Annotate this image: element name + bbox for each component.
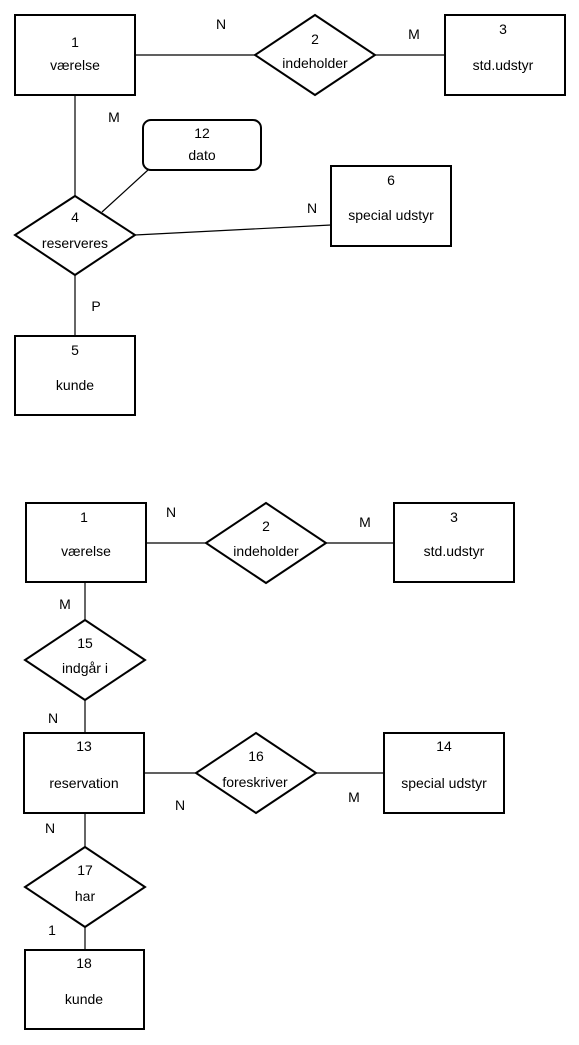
relationship-number: 2 [311,31,319,47]
entity-label: std.udstyr [473,57,534,73]
entity-number: 3 [499,21,507,37]
entity-vaerelse: 1 værelse [14,14,136,96]
relationship-indgaar-i: 15 indgår i [23,618,147,702]
cardinality-label: M [408,26,420,42]
relationship-har: 17 har [23,845,147,929]
entity-std-udstyr: 3 std.udstyr [444,14,566,96]
entity-label: std.udstyr [424,543,485,559]
relationship-label: foreskriver [222,774,288,790]
relationship-label: indeholder [233,543,299,559]
entity-kunde: 18 kunde [24,949,145,1030]
cardinality-label: P [91,298,100,314]
relationship-label: indeholder [282,55,348,71]
cardinality-label: N [48,710,58,726]
er-diagram-2: 1 værelse 2 indeholder 3 std.udstyr 15 i… [23,501,515,1030]
relationship-number: 4 [71,209,79,225]
relationship-foreskriver: 16 foreskriver [194,731,318,815]
entity-number: 3 [450,509,458,525]
cardinality-label: M [108,109,120,125]
entity-label: special udstyr [348,207,434,223]
entity-label: værelse [50,57,100,73]
cardinality-label: M [359,514,371,530]
cardinality-label: M [59,596,71,612]
entity-label: kunde [56,377,94,393]
entity-number: 6 [387,172,395,188]
relationship-reserveres: 4 reserveres [13,194,137,277]
entity-label: kunde [65,991,103,1007]
entity-kunde: 5 kunde [14,335,136,416]
cardinality-label: N [175,797,185,813]
relationship-number: 2 [262,518,270,534]
relationship-indeholder: 2 indeholder [253,13,377,97]
entity-vaerelse: 1 værelse [25,502,147,583]
entity-special-udstyr: 6 special udstyr [330,165,452,247]
er-diagram-1: 1 værelse 2 indeholder 3 std.udstyr 12 d… [13,13,566,416]
entity-number: 14 [436,738,452,754]
relationship-label: indgår i [62,660,108,676]
relationship-label: reserveres [42,235,108,251]
entity-std-udstyr: 3 std.udstyr [393,502,515,583]
attribute-label: dato [188,147,215,163]
entity-special-udstyr: 14 special udstyr [383,732,505,814]
entity-label: værelse [61,543,111,559]
entity-number: 1 [80,509,88,525]
entity-number: 13 [76,738,92,754]
attribute-dato: 12 dato [142,119,262,171]
cardinality-label: N [45,820,55,836]
cardinality-label: N [216,16,226,32]
cardinality-label: M [348,789,360,805]
relationship-indeholder: 2 indeholder [204,501,328,585]
cardinality-label: N [166,504,176,520]
attribute-number: 12 [194,125,210,141]
relationship-number: 16 [248,748,264,764]
entity-number: 18 [76,955,92,971]
entity-number: 5 [71,342,79,358]
entity-number: 1 [71,34,79,50]
cardinality-label: 1 [48,922,56,938]
entity-reservation: 13 reservation [23,732,145,814]
relationship-number: 17 [77,862,93,878]
cardinality-label: N [307,200,317,216]
line-reserveres-dato [101,169,149,213]
entity-label: special udstyr [401,775,487,791]
entity-label: reservation [49,775,118,791]
relationship-number: 15 [77,635,93,651]
line-reserveres-special-udstyr [134,224,332,236]
relationship-label: har [75,888,96,904]
